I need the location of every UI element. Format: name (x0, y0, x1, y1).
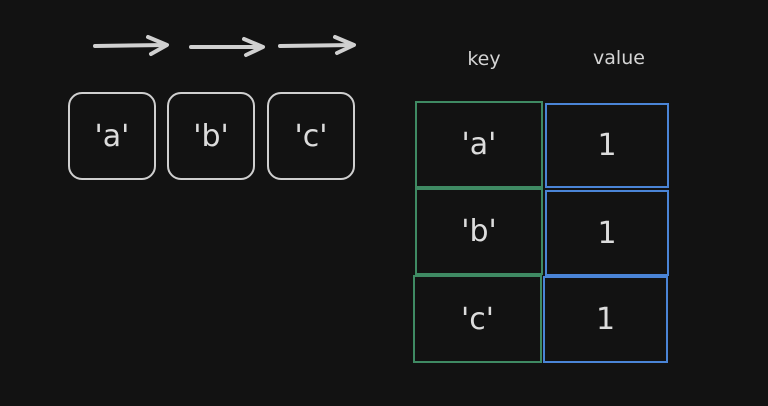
value-cell: 1 (545, 103, 669, 188)
value-cell: 1 (543, 276, 668, 363)
key-cell: 'c' (413, 275, 542, 363)
value-header: value (593, 47, 645, 69)
key-cell: 'b' (415, 188, 543, 275)
arrow-right-icon (278, 35, 356, 55)
sequence-item: 'a' (68, 92, 156, 180)
key-header: key (467, 48, 501, 70)
key-cell: 'a' (415, 101, 543, 188)
sequence-item: 'b' (167, 92, 255, 180)
value-cell: 1 (545, 190, 669, 276)
arrow-right-icon (189, 37, 265, 57)
arrow-right-icon (93, 35, 169, 56)
sequence-item: 'c' (267, 92, 355, 180)
